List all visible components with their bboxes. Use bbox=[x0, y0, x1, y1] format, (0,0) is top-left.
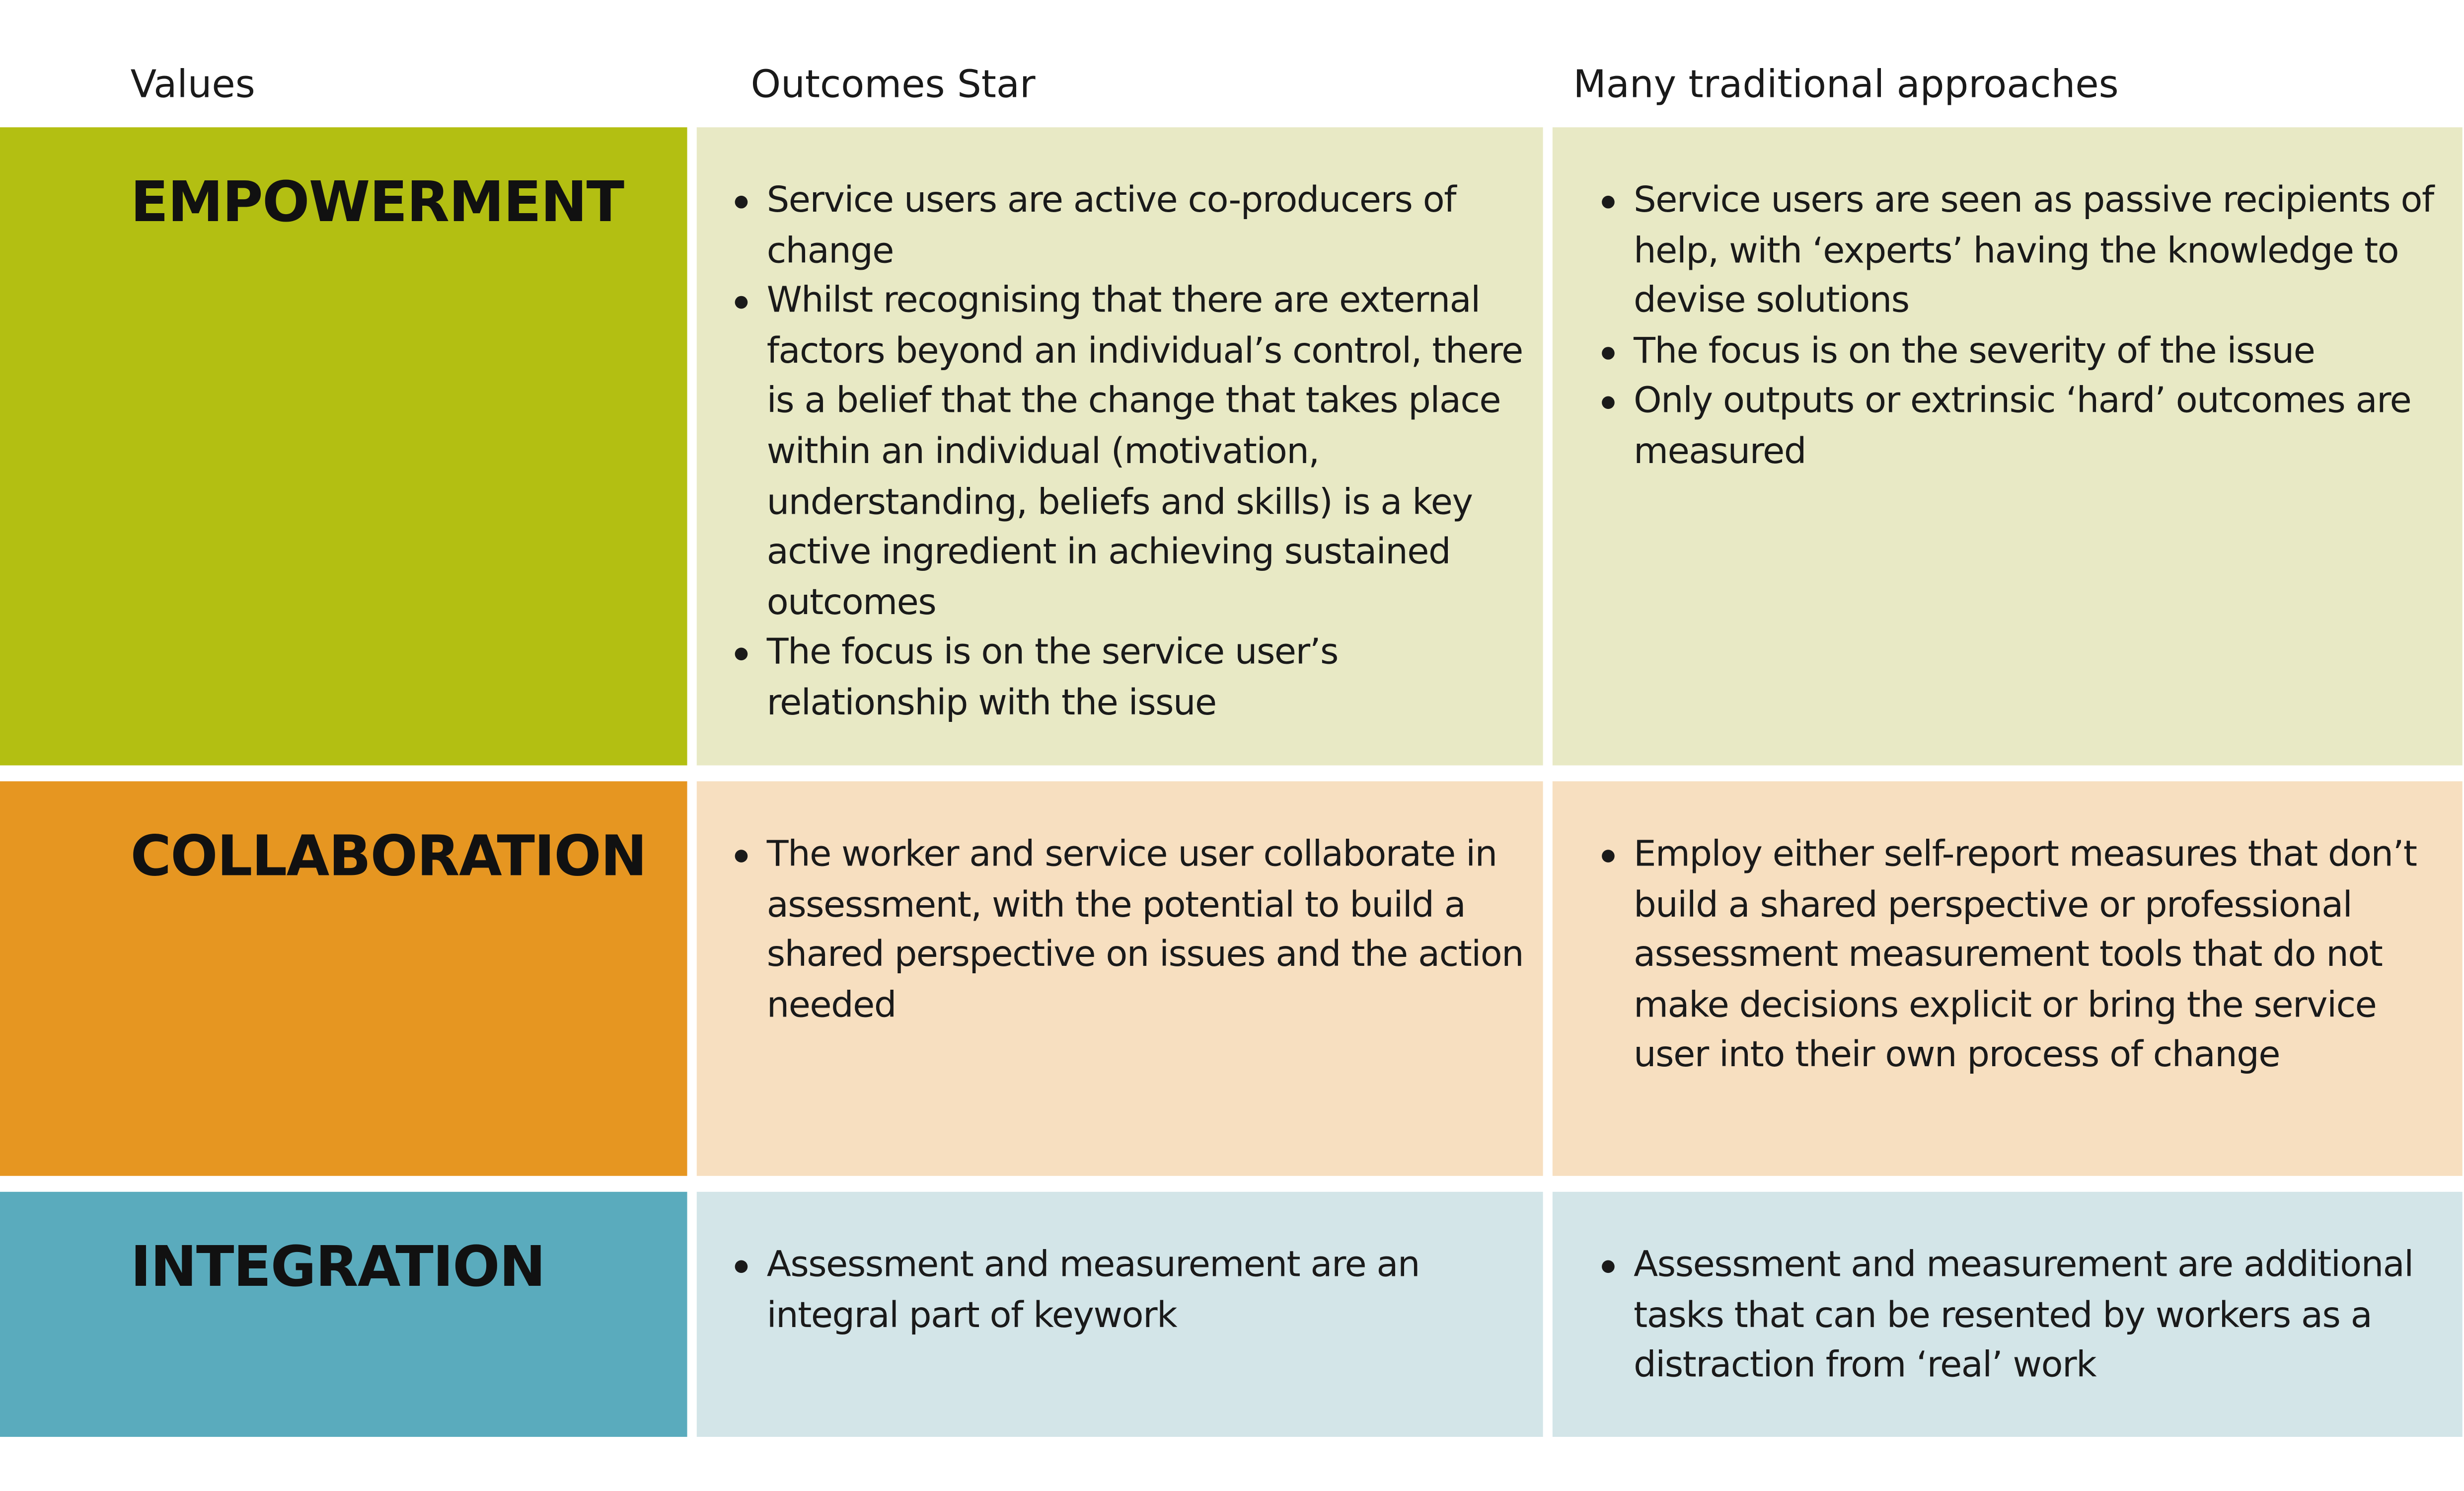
outcomes-star-cell-empowerment: Service users are active co-producers of… bbox=[696, 127, 1543, 766]
bullet-item: The worker and service user collaborate … bbox=[732, 831, 1530, 1032]
value-cell-empowerment: EMPOWERMENT bbox=[0, 127, 687, 766]
traditional-cell-empowerment: Service users are seen as passive recipi… bbox=[1552, 127, 2463, 766]
traditional-list: Service users are seen as passive recipi… bbox=[1599, 176, 2450, 478]
outcomes-star-list: The worker and service user collaborate … bbox=[732, 831, 1530, 1032]
bullet-item: Assessment and measurement are an integr… bbox=[732, 1241, 1530, 1341]
header-outcomes-star: Outcomes Star bbox=[750, 62, 1036, 107]
traditional-cell-integration: Assessment and measurement are additiona… bbox=[1552, 1191, 2463, 1437]
outcomes-star-cell-integration: Assessment and measurement are an integr… bbox=[696, 1191, 1543, 1437]
bullet-item: The focus is on the severity of the issu… bbox=[1599, 327, 2450, 378]
value-title-empowerment: EMPOWERMENT bbox=[130, 171, 624, 235]
outcomes-star-cell-collaboration: The worker and service user collaborate … bbox=[696, 781, 1543, 1176]
value-cell-collaboration: COLLABORATION bbox=[0, 781, 687, 1176]
bullet-item: Only outputs or extrinsic ‘hard’ outcome… bbox=[1599, 378, 2450, 478]
outcomes-star-list: Assessment and measurement are an integr… bbox=[732, 1241, 1530, 1341]
traditional-list: Employ either self-report measures that … bbox=[1599, 831, 2450, 1082]
bullet-item: Assessment and measurement are additiona… bbox=[1599, 1241, 2450, 1392]
value-title-collaboration: COLLABORATION bbox=[130, 826, 647, 890]
bullet-item: Service users are seen as passive recipi… bbox=[1599, 176, 2450, 327]
bullet-item: Employ either self-report measures that … bbox=[1599, 831, 2450, 1082]
traditional-cell-collaboration: Employ either self-report measures that … bbox=[1552, 781, 2463, 1176]
bullet-item: Service users are active co-producers of… bbox=[732, 176, 1530, 277]
bullet-item: The focus is on the service user’s relat… bbox=[732, 629, 1530, 729]
bullet-item: Whilst recognising that there are extern… bbox=[732, 277, 1530, 629]
outcomes-star-list: Service users are active co-producers of… bbox=[732, 176, 1530, 729]
header-values: Values bbox=[130, 62, 255, 107]
traditional-list: Assessment and measurement are additiona… bbox=[1599, 1241, 2450, 1392]
value-cell-integration: INTEGRATION bbox=[0, 1191, 687, 1437]
value-title-integration: INTEGRATION bbox=[130, 1236, 546, 1300]
header-traditional-approaches: Many traditional approaches bbox=[1573, 62, 2119, 107]
